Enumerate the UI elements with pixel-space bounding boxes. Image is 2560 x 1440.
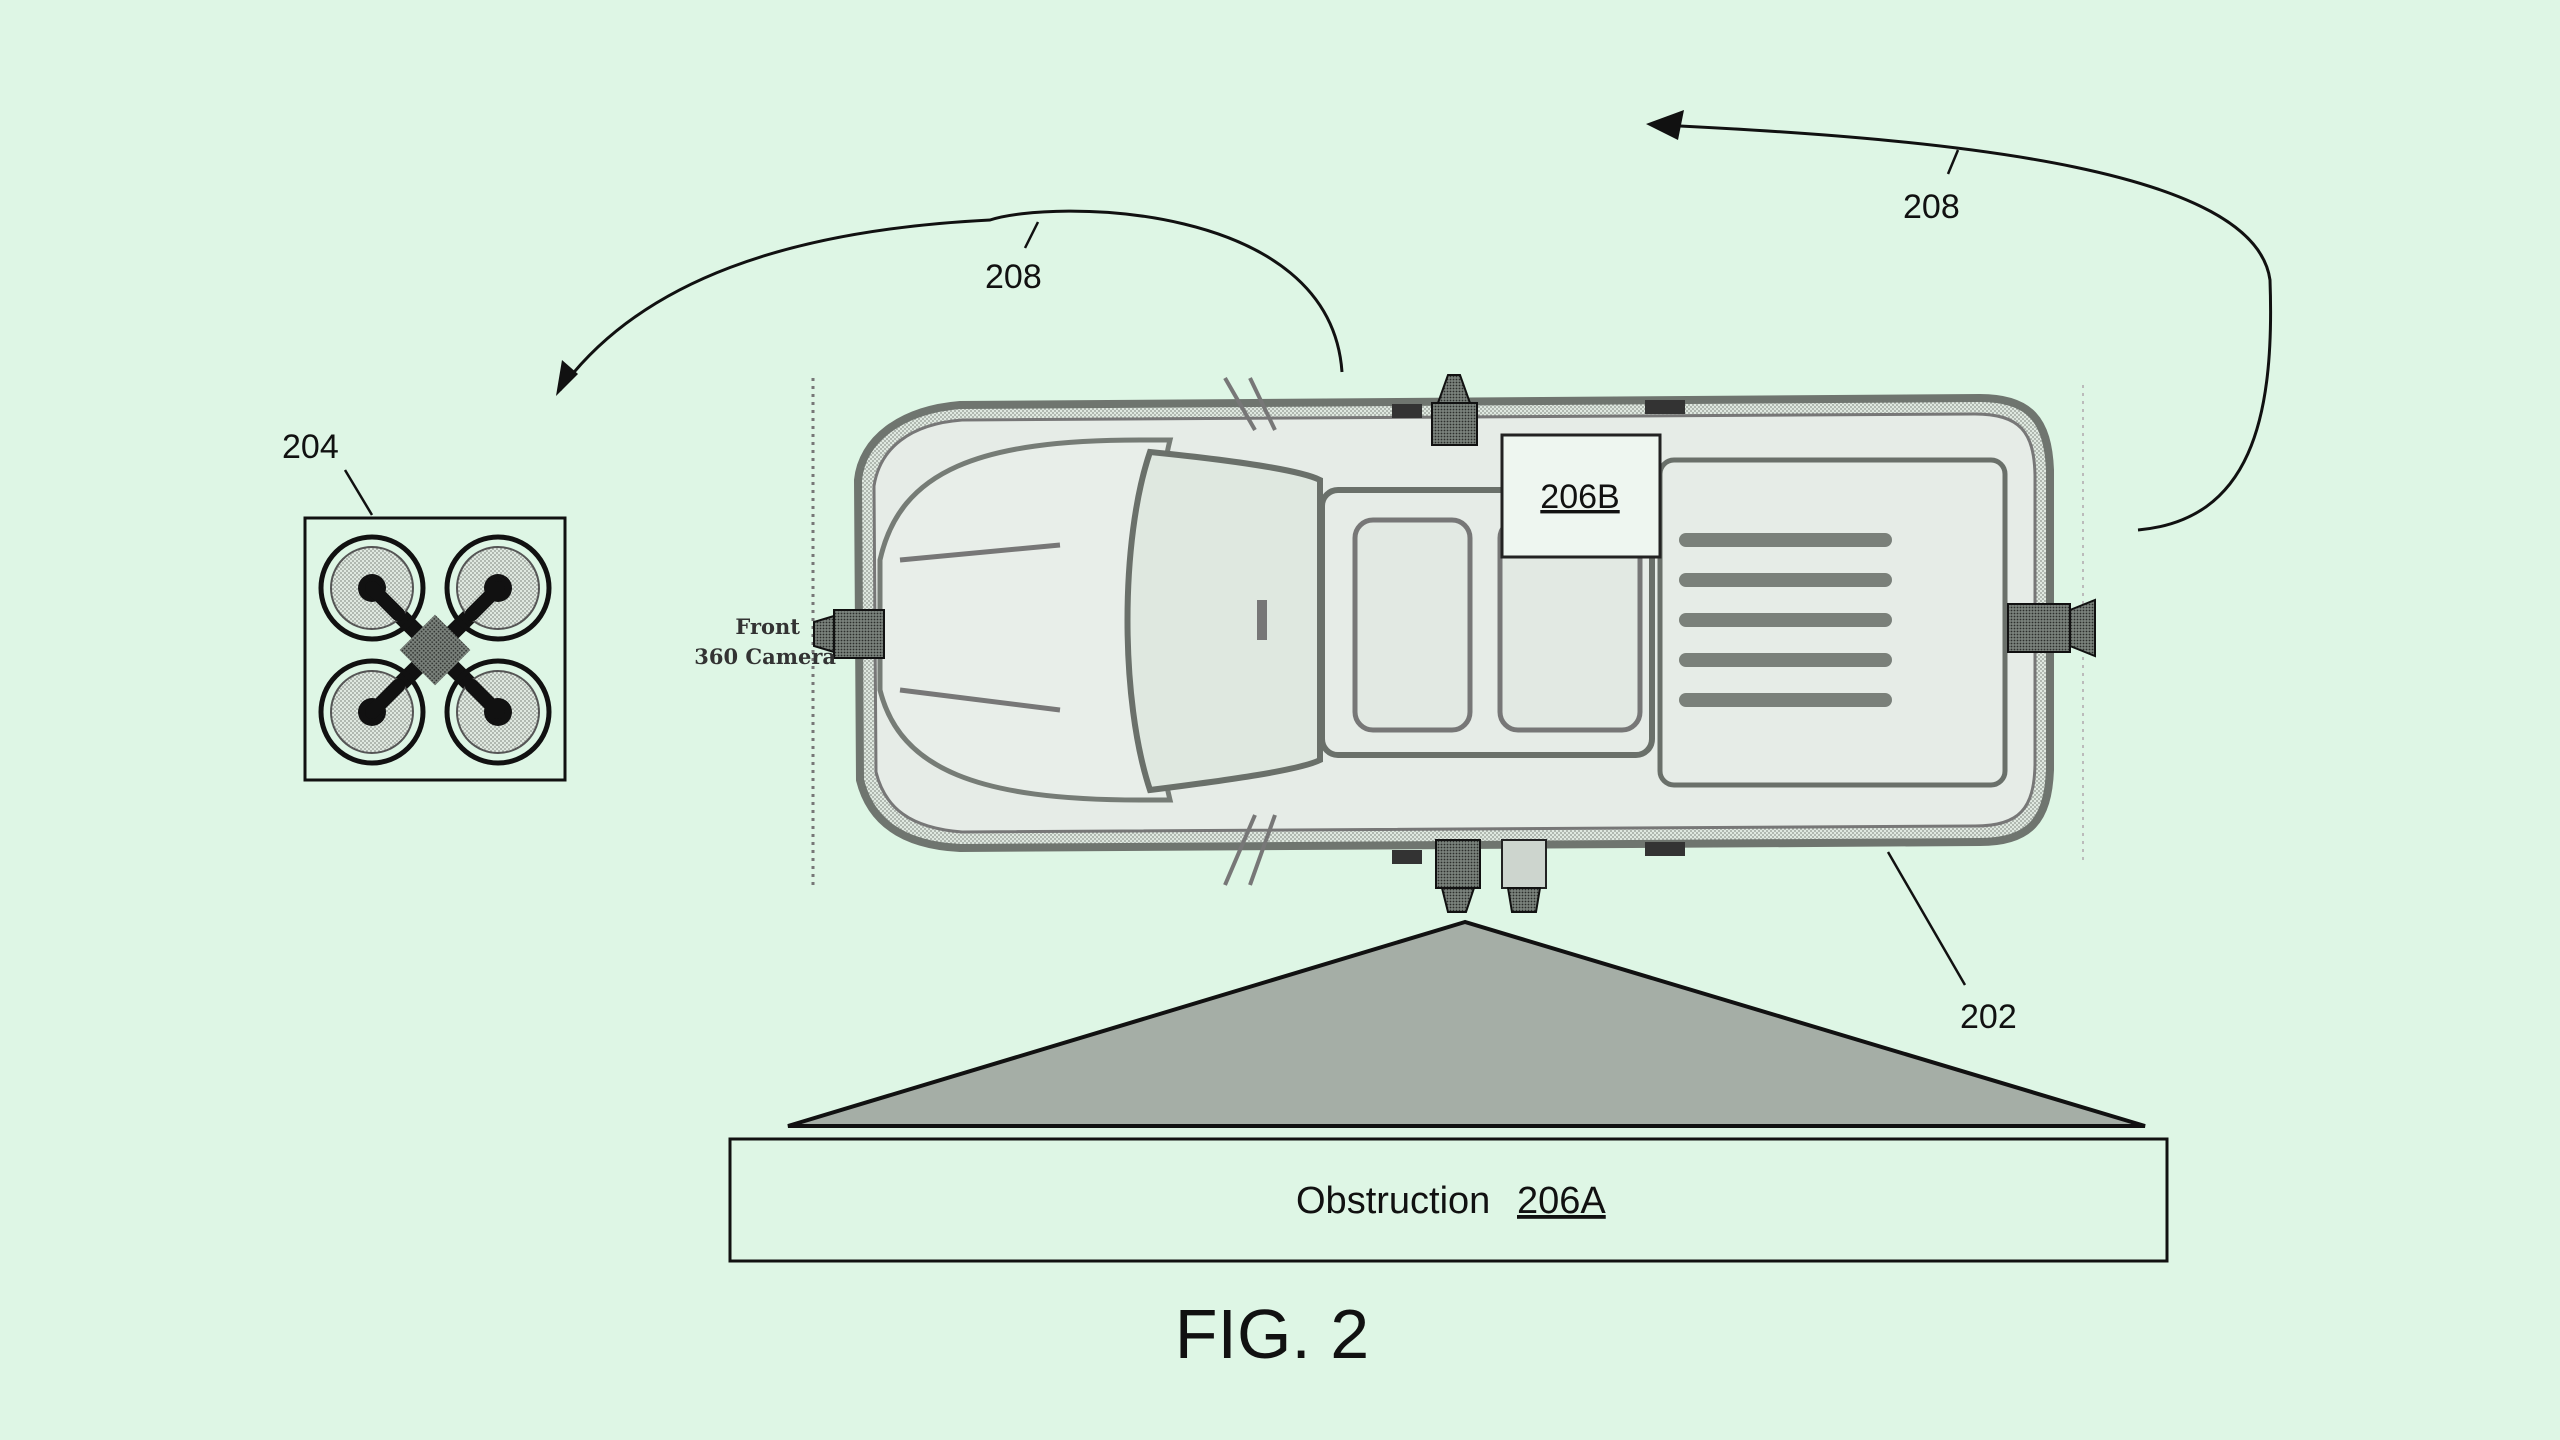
front-camera-icon [813,609,885,659]
rear-camera-icon [2007,598,2096,658]
bed-ribs [1679,533,1892,707]
ref-208-right: 208 [1903,188,1960,226]
obstruction-206a: Obstruction 206A [728,1137,2169,1263]
sensor-marker [1392,850,1422,864]
flight-path-left: 208 [556,209,1344,396]
drone-body [399,614,471,686]
windshield [1124,448,1323,794]
ref-202: 202 [1960,998,2017,1036]
front-camera-label-line1: Front [735,614,800,639]
arrowhead-icon [1646,110,1684,140]
obstruction-box [728,1137,2169,1263]
side-camera-icon [1501,839,1547,913]
front-camera-label: Front 360 Camera [694,614,836,669]
camera-icon [1431,374,1478,446]
sensor-marker [1645,842,1685,856]
obstruction-label: Obstruction [1296,1180,1490,1222]
ref-204: 204 [282,428,339,466]
ref-206b: 206B [1540,478,1619,516]
figure-caption: FIG. 2 [1175,1295,1369,1373]
leader-line [1023,221,1040,249]
leader-line [343,469,374,516]
box-206b: 206B [1500,433,1662,559]
leader-line [1946,149,1960,175]
ref-206a: 206A [1517,1180,1606,1222]
vehicle: 202 [811,377,2084,1036]
drone: 204 [282,428,567,782]
ref-208-left: 208 [985,258,1042,296]
arrowhead-icon [556,360,578,396]
leader-line [1886,851,1967,986]
sensor-marker [1645,400,1685,414]
drone-frame [303,516,567,782]
flight-path-right: 208 [1646,110,2273,532]
camera-field-of-view [787,919,2146,1128]
front-camera-label-line2: 360 Camera [694,644,836,669]
sunroof-panel [1352,517,1473,733]
sensor-marker [1392,404,1422,418]
side-camera-icon [1435,839,1481,913]
